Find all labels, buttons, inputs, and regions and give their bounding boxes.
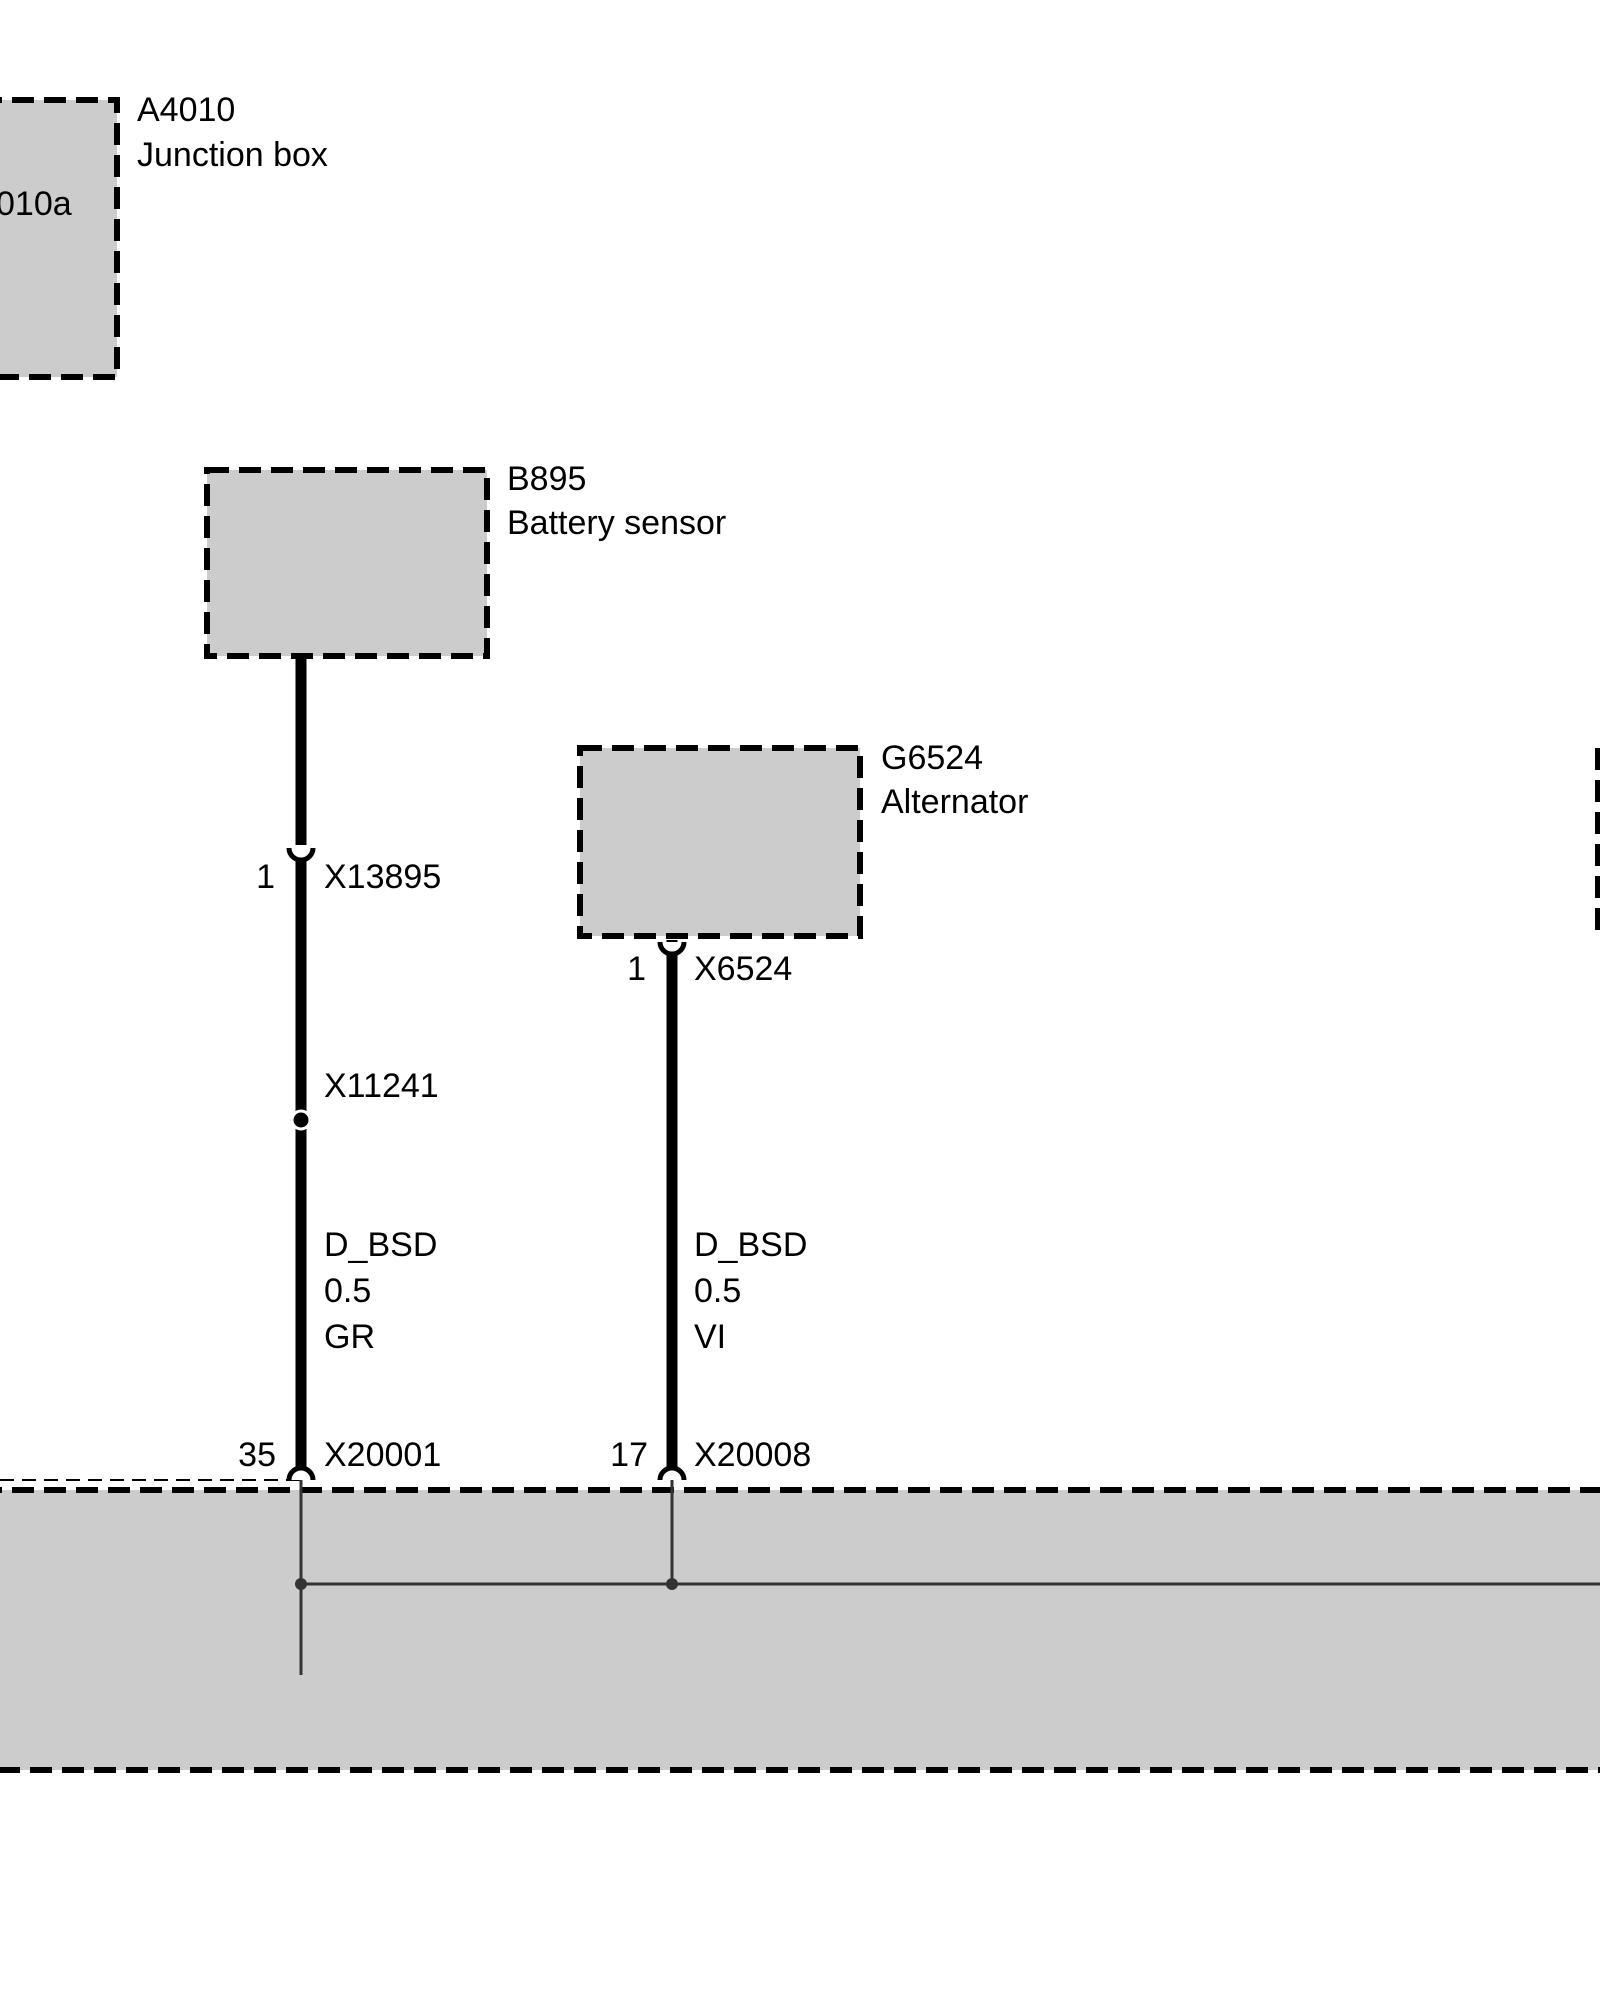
splice-x11241-icon (290, 1109, 312, 1131)
battery-sensor-name: Battery sensor (507, 504, 726, 542)
alternator-box[interactable] (577, 745, 863, 939)
battery-wire-color: GR (324, 1318, 375, 1356)
connector-x13895-pin: 1 (256, 858, 275, 896)
control-unit-box[interactable] (0, 1487, 1600, 1773)
battery-wire-signal: D_BSD (324, 1226, 437, 1264)
junction-box-outline (0, 97, 120, 380)
connector-x20008-id: X20008 (694, 1436, 811, 1474)
junction-box-id: A4010 (137, 91, 235, 129)
connector-x20008-socket-icon (657, 1465, 687, 1481)
connector-x20001-id: X20001 (324, 1436, 441, 1474)
alternator-wire-gauge: 0.5 (694, 1272, 741, 1310)
alternator-wire-color: VI (694, 1318, 726, 1356)
alternator-id: G6524 (881, 739, 983, 777)
connector-x20001-socket-icon (286, 1465, 316, 1481)
connector-x13895-socket-icon (286, 847, 316, 863)
connector-x13895-id: X13895 (324, 858, 441, 896)
connector-x6524-pin: 1 (627, 950, 646, 988)
connector-x6524-id: X6524 (694, 950, 792, 988)
splice-x11241-id: X11241 (324, 1067, 439, 1105)
junction-box-a4010[interactable]: 010a (0, 97, 120, 380)
connector-x6524-socket-icon (657, 941, 687, 957)
battery-sensor-id: B895 (507, 460, 586, 498)
junction-box-inner-label: 010a (0, 185, 72, 223)
connector-x20001-pin: 35 (238, 1436, 276, 1474)
battery-wire-gauge: 0.5 (324, 1272, 371, 1310)
battery-sensor-box[interactable] (204, 467, 490, 659)
alternator-name: Alternator (881, 783, 1028, 821)
internal-junction-dot (295, 1578, 307, 1590)
junction-box-name: Junction box (137, 136, 328, 174)
internal-junction-dot (666, 1578, 678, 1590)
connector-x20008-pin: 17 (610, 1436, 648, 1474)
alternator-wire-signal: D_BSD (694, 1226, 807, 1264)
